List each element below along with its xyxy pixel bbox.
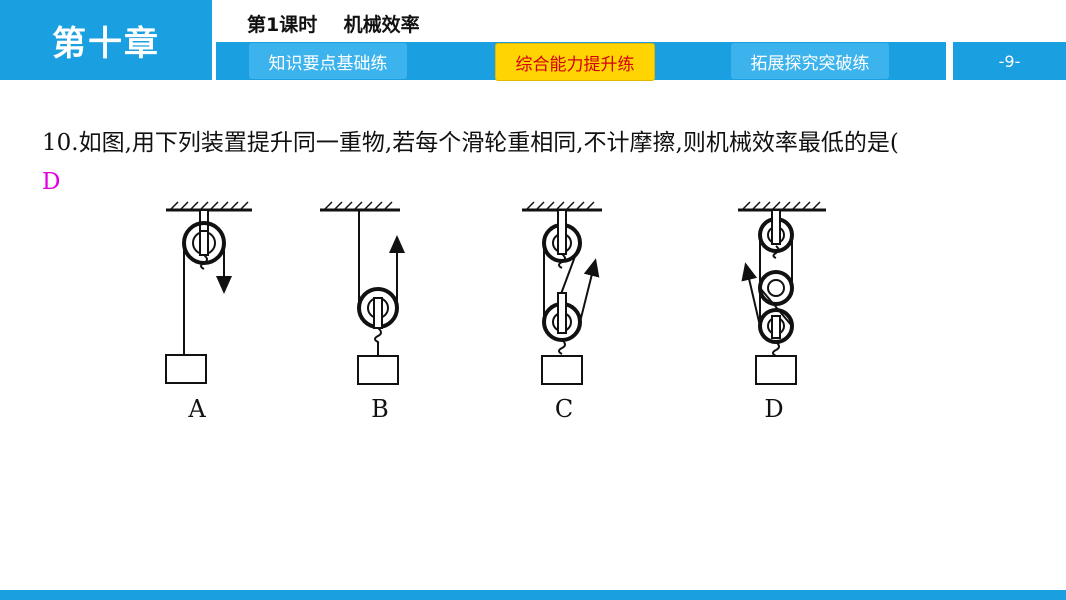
label-d: D xyxy=(764,395,783,423)
question-text: 10.如图,用下列装置提升同一重物,若每个滑轮重相同,不计摩擦,则机械效率最低的… xyxy=(42,130,899,156)
setup-b-movable-pulley xyxy=(320,201,405,385)
page-number: -9- xyxy=(953,42,1066,80)
answer-text: D xyxy=(42,169,61,195)
label-c: C xyxy=(555,395,573,423)
footer-bar xyxy=(0,590,1066,600)
nav-comprehensive-button[interactable]: 综合能力提升练 xyxy=(495,43,655,81)
setup-d-compound-pulleys xyxy=(738,201,826,385)
setup-a-fixed-pulley xyxy=(165,201,252,384)
pulley-figure: A B C D xyxy=(165,201,826,423)
setup-c-pulley-block xyxy=(522,201,602,385)
chapter-title: 第十章 xyxy=(0,0,212,80)
label-b: B xyxy=(371,395,389,423)
lesson-title: 第1课时 机械效率 xyxy=(247,14,420,36)
nav-basic-practice-button[interactable]: 知识要点基础练 xyxy=(249,43,407,79)
nav-extension-button[interactable]: 拓展探究突破练 xyxy=(731,43,889,79)
label-a: A xyxy=(187,395,206,423)
